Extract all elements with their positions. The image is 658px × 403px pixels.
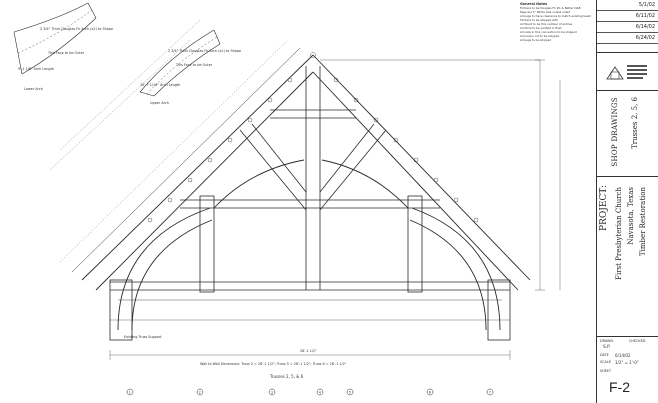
truss-arches	[117, 159, 501, 331]
truss-rafters	[59, 39, 531, 291]
existing-support-label: Existing Truss Support	[124, 335, 162, 339]
grid-mark-7: 7	[489, 390, 491, 394]
project-box: PROJECT: First Presbyterian Church Navas…	[597, 176, 658, 336]
grid-mark-1: 1	[129, 390, 131, 394]
sheet-info-box: DRAWN CHECKED S.P. DATE 6/14/02 SCALE 1/…	[597, 336, 658, 403]
lower-arch-note: This Face to be Outer	[47, 51, 85, 55]
section-label: SHOP DRAWINGS	[611, 97, 619, 167]
revision-date: 6/11/02	[597, 11, 658, 22]
grid-mark-5: 5	[349, 390, 351, 394]
drawing-caption: Trusses 2, 5, & 6	[269, 374, 304, 379]
company-logo-box	[597, 52, 658, 90]
scale-value: 1/2" = 1'-0"	[615, 360, 639, 365]
truss-label: Trusses 2, 5, 6	[631, 97, 639, 149]
truss-posts	[109, 195, 511, 341]
truss-drawing: Lower Arch Upper Arch 2 3/4" Thick Dougl…	[13, 2, 561, 396]
project-line-3: Timber Restoration	[639, 187, 647, 257]
general-note-line: Timbers to be Douglas Fir #1 & Better D&…	[520, 6, 581, 10]
grid-mark-2: 2	[199, 390, 201, 394]
drawn-by-label: DRAWN	[600, 339, 613, 343]
date-value: 6/14/02	[615, 353, 631, 358]
truss-web	[239, 66, 387, 290]
project-line-1: First Presbyterian Church	[615, 187, 623, 280]
general-note-line: All Dims to be verified in field	[520, 26, 562, 30]
lower-arch-spec: 2 3/4" Thick Douglas Fir Arch (x2) to Sh…	[40, 27, 113, 31]
wall-note: Wall to Wall Dimension: Truss 2 = 28'-1 …	[200, 362, 347, 366]
revision-date: 6/14/02	[597, 22, 658, 33]
dimension-lines	[49, 19, 561, 360]
grid-mark-4: 4	[319, 390, 321, 394]
upper-arch-label: Upper Arch	[150, 101, 169, 105]
lower-arch-label: Lower Arch	[24, 87, 43, 91]
overall-dimension: 28'-1 1/2"	[300, 349, 317, 353]
shop-drawings-box: SHOP DRAWINGS Trusses 2, 5, 6	[597, 90, 658, 176]
general-note-line: Timbers to be shipped with	[520, 18, 559, 22]
truss-ties	[110, 199, 510, 301]
project-line-2: Navasota, Texas	[627, 187, 635, 245]
revision-date: 6/24/02	[597, 33, 658, 44]
general-note-line: All Wood to be this number of entries	[520, 22, 573, 26]
project-label: PROJECT:	[599, 185, 609, 231]
general-note-line: All pegs to be shipped	[520, 38, 552, 42]
general-notes-title: General Notes	[520, 2, 548, 6]
sheet-number: F-2	[609, 379, 630, 395]
company-logo-icon	[606, 65, 647, 80]
grid-mark-6: 6	[429, 390, 431, 394]
upper-arch-length: 10'-7 1/16" Arch Length	[140, 83, 180, 87]
grid-mark-3: 3	[271, 390, 273, 394]
title-block: 5/1/02 6/11/02 6/14/02 6/24/02 SHOP DRAW…	[596, 0, 658, 403]
upper-arch-spec: 2 3/4" Thick Douglas Fir Arch (x2) to Sh…	[168, 49, 241, 53]
general-note-line: All joinery cut to be shipped	[520, 34, 560, 38]
upper-arch-note: This Face to be Outer	[175, 63, 213, 67]
general-note-line: All pegs to have clearance to match exis…	[520, 14, 592, 18]
checked-label: CHECKED	[629, 339, 646, 343]
date-label: DATE	[600, 353, 609, 357]
sheet-label: SHEET	[600, 369, 612, 373]
revision-date: 5/1/02	[597, 0, 658, 11]
peg-marks	[147, 52, 479, 223]
general-note-line: Pegs are 1" White Oak unless noted	[520, 10, 571, 14]
lower-arch-length: 9'-1 1/8" Arch Length	[18, 67, 54, 71]
grid-markers	[126, 388, 494, 396]
general-notes: General Notes Timbers to be Douglas Fir …	[520, 2, 591, 42]
upper-arch-detail	[139, 29, 221, 97]
scale-label: SCALE	[600, 360, 611, 364]
drawn-by: S.P.	[603, 345, 611, 350]
lower-arch-detail	[13, 2, 97, 75]
general-note-line: All nails in this connection to be shipp…	[520, 30, 577, 34]
